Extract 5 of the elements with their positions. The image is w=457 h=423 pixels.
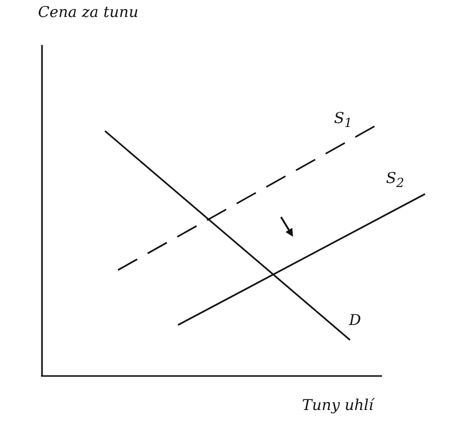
curve-label: D <box>349 312 362 328</box>
curve-label: S$_{2}$ <box>386 170 404 190</box>
axis-label: Tuny uhlí <box>302 397 374 414</box>
curve-label: S$_{1}$ <box>334 110 352 130</box>
axis-label: Cena za tunu <box>38 4 138 20</box>
